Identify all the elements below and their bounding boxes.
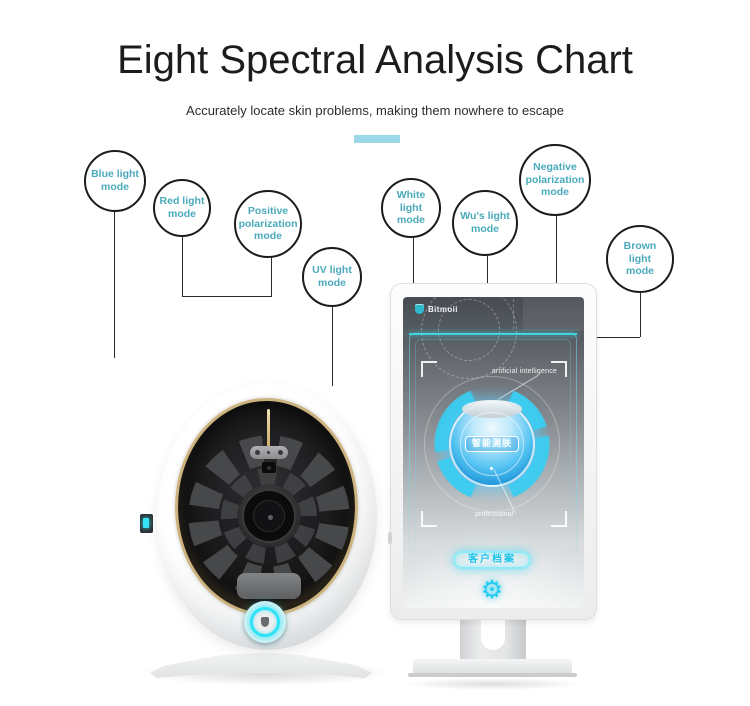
connector-line-uv xyxy=(332,307,333,386)
tablet-screen[interactable]: Bitmoii artificial intelligence 智能测肤 pro… xyxy=(403,297,584,608)
mode-label: Blue light mode xyxy=(91,168,139,193)
tablet-stand-base xyxy=(413,659,572,675)
corner-bracket xyxy=(421,511,437,527)
shield-icon xyxy=(415,304,424,314)
mode-bubble-negative-polarization: Negative polarization mode xyxy=(519,144,591,216)
corner-bracket xyxy=(551,361,567,377)
tablet-ground-shadow xyxy=(400,678,585,690)
mode-bubble-white-light: White light mode xyxy=(381,178,441,238)
dashed-arc-decoration xyxy=(438,299,500,361)
gear-icon[interactable]: ⚙ xyxy=(480,575,504,604)
connector-line-brown xyxy=(640,293,641,337)
corner-bracket xyxy=(551,511,567,527)
hud-outer-ring xyxy=(424,376,560,512)
gold-accent-line xyxy=(267,409,270,451)
connector-line-brown-horizontal xyxy=(597,337,640,338)
customer-records-button[interactable]: 客户档案 xyxy=(453,551,531,569)
mode-label: UV light mode xyxy=(312,264,352,289)
camera-lens xyxy=(242,489,296,543)
mode-bubble-uv-light: UV light mode xyxy=(302,247,362,307)
tablet-stand-notch xyxy=(481,619,505,650)
mode-label: Brown light mode xyxy=(623,239,657,278)
dashed-line-decoration xyxy=(513,299,514,329)
connector-line-wus xyxy=(487,256,488,284)
shield-icon xyxy=(261,617,269,627)
camera-lens-dot xyxy=(268,515,273,520)
divider-bar xyxy=(354,135,400,143)
side-indicator-led xyxy=(140,514,153,533)
mode-label: Positive polarization mode xyxy=(238,204,298,243)
mode-label: Wu's light mode xyxy=(460,210,510,235)
mode-bubble-brown-light: Brown light mode xyxy=(606,225,674,293)
connector-line-blue xyxy=(114,212,115,358)
mode-bubble-red-light: Red light mode xyxy=(153,179,211,237)
teal-glow-line xyxy=(409,333,577,335)
screen-reflection xyxy=(523,297,584,331)
page-title: Eight Spectral Analysis Chart xyxy=(117,38,633,82)
connector-line-positive xyxy=(271,257,272,296)
mode-label: Negative polarization mode xyxy=(525,160,585,199)
connector-line-white xyxy=(413,238,414,284)
analyzer-opening xyxy=(175,398,358,616)
brand-logo: Bitmoii xyxy=(415,304,458,314)
mode-label: White light mode xyxy=(396,188,426,227)
brand-name: Bitmoii xyxy=(428,304,458,314)
upper-camera xyxy=(262,462,276,473)
ai-caption: artificial intelligence xyxy=(491,368,557,375)
skin-analyzer-device xyxy=(157,383,377,650)
connector-line-red-positive xyxy=(182,296,272,297)
camera-lens-inner xyxy=(253,500,285,532)
scan-button-label[interactable]: 智能测肤 xyxy=(465,436,519,452)
power-ring-button[interactable] xyxy=(250,607,280,637)
mode-bubble-wus-light: Wu's light mode xyxy=(452,190,518,256)
sensor-bar xyxy=(250,446,288,459)
page-subtitle: Accurately locate skin problems, making … xyxy=(186,103,564,118)
connector-line-red xyxy=(182,237,183,296)
sphere-top-cap xyxy=(462,400,522,418)
corner-bracket xyxy=(421,361,437,377)
mode-bubble-positive-polarization: Positive polarization mode xyxy=(234,190,302,258)
professional-caption: professional xyxy=(475,511,513,518)
connector-line-negative xyxy=(556,216,557,284)
tablet-power-button[interactable] xyxy=(388,532,392,544)
tablet-stand-base-edge xyxy=(408,673,577,677)
chin-rest-tray xyxy=(237,573,301,599)
mode-label: Red light mode xyxy=(159,195,205,220)
sphere-inner-ring xyxy=(460,412,524,476)
sphere-dot xyxy=(490,467,493,470)
mode-bubble-blue-light: Blue light mode xyxy=(84,150,146,212)
